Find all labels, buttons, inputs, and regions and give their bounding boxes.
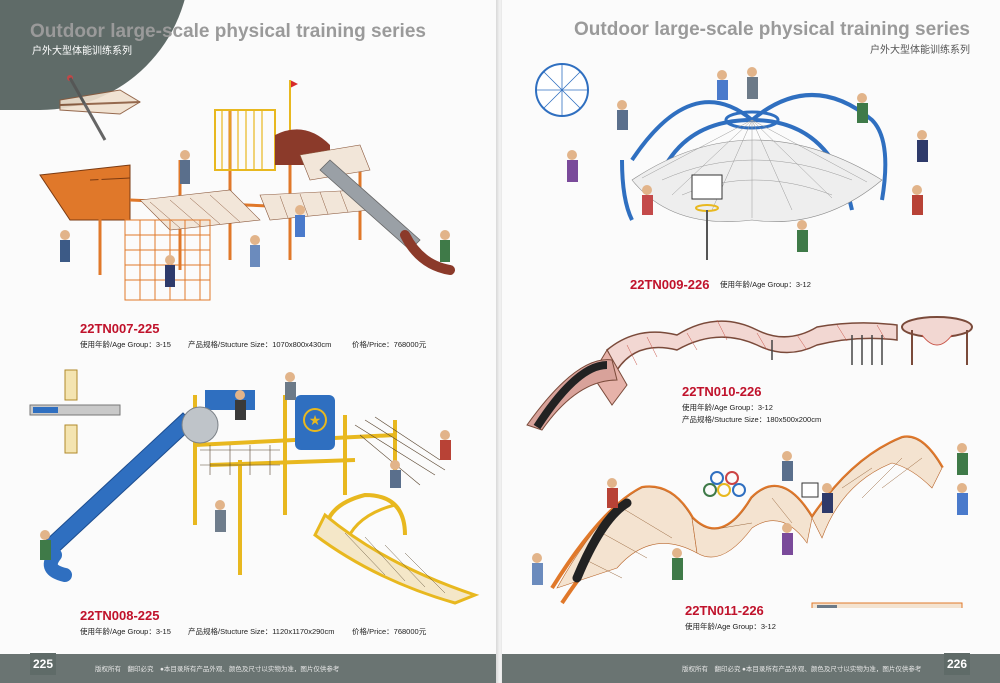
- product-price-22tn007: 价格/Price：768000元: [352, 340, 427, 349]
- svg-text:★: ★: [309, 413, 322, 429]
- left-page: Outdoor large-scale physical training se…: [0, 0, 498, 683]
- right-page: Outdoor large-scale physical training se…: [502, 0, 1000, 683]
- plan-view-thumbnail: [29, 369, 121, 454]
- product-code-22tn009: 22TN009-226: [630, 277, 710, 292]
- product-age-22tn007: 使用年龄/Age Group：3-15: [80, 340, 171, 349]
- product-code-22tn008: 22TN008-225: [80, 608, 160, 623]
- product-image-22tn010: [517, 305, 977, 435]
- footer-band: [0, 654, 498, 683]
- footer-band: [502, 654, 1000, 683]
- page-number: 225: [30, 651, 56, 675]
- page-title: Outdoor large-scale physical training se…: [30, 21, 426, 42]
- product-age-22tn009: 使用年龄/Age Group：3-12: [720, 280, 811, 289]
- binding-gutter: [496, 0, 504, 683]
- page-title: Outdoor large-scale physical training se…: [574, 19, 970, 40]
- product-size-22tn007: 产品规格/Stucture Size：1070x800x430cm: [188, 340, 332, 349]
- footer-disclaimer: ●本目录所有产品外观、颜色及尺寸以实物为准，图片仅供参考: [742, 666, 922, 673]
- footer-rights: 版权所有 翻印必究: [95, 666, 154, 673]
- page-number: 226: [944, 651, 970, 675]
- product-image-22tn011: [522, 428, 982, 608]
- product-code-22tn007: 22TN007-225: [80, 321, 160, 336]
- product-size-22tn008: 产品规格/Stucture Size：1120x1170x290cm: [188, 627, 335, 636]
- page-subtitle: 户外大型体能训练系列: [32, 46, 132, 57]
- footer-disclaimer: ●本目录所有产品外观、颜色及尺寸以实物为准，图片仅供参考: [160, 666, 340, 673]
- product-code-22tn010: 22TN010-226: [682, 384, 762, 399]
- product-age-22tn010: 使用年龄/Age Group：3-12: [682, 403, 773, 412]
- product-code-22tn011: 22TN011-226: [685, 603, 764, 618]
- product-age-22tn011: 使用年龄/Age Group：3-12: [685, 622, 776, 631]
- footer-rights: 版权所有 翻印必究: [682, 666, 741, 673]
- product-image-22tn007: [30, 70, 470, 310]
- product-image-22tn008: ★: [25, 365, 485, 605]
- plan-view-thumbnail: [535, 63, 589, 117]
- product-price-22tn008: 价格/Price：768000元: [352, 627, 427, 636]
- plan-view-thumbnail: [59, 75, 141, 141]
- product-age-22tn008: 使用年龄/Age Group：3-15: [80, 627, 171, 636]
- page-subtitle: 户外大型体能训练系列: [870, 45, 970, 56]
- product-size-22tn010: 产品规格/Stucture Size：180x500x200cm: [682, 415, 822, 424]
- plan-view-thumbnail: [811, 602, 963, 608]
- product-image-22tn009: [522, 60, 972, 275]
